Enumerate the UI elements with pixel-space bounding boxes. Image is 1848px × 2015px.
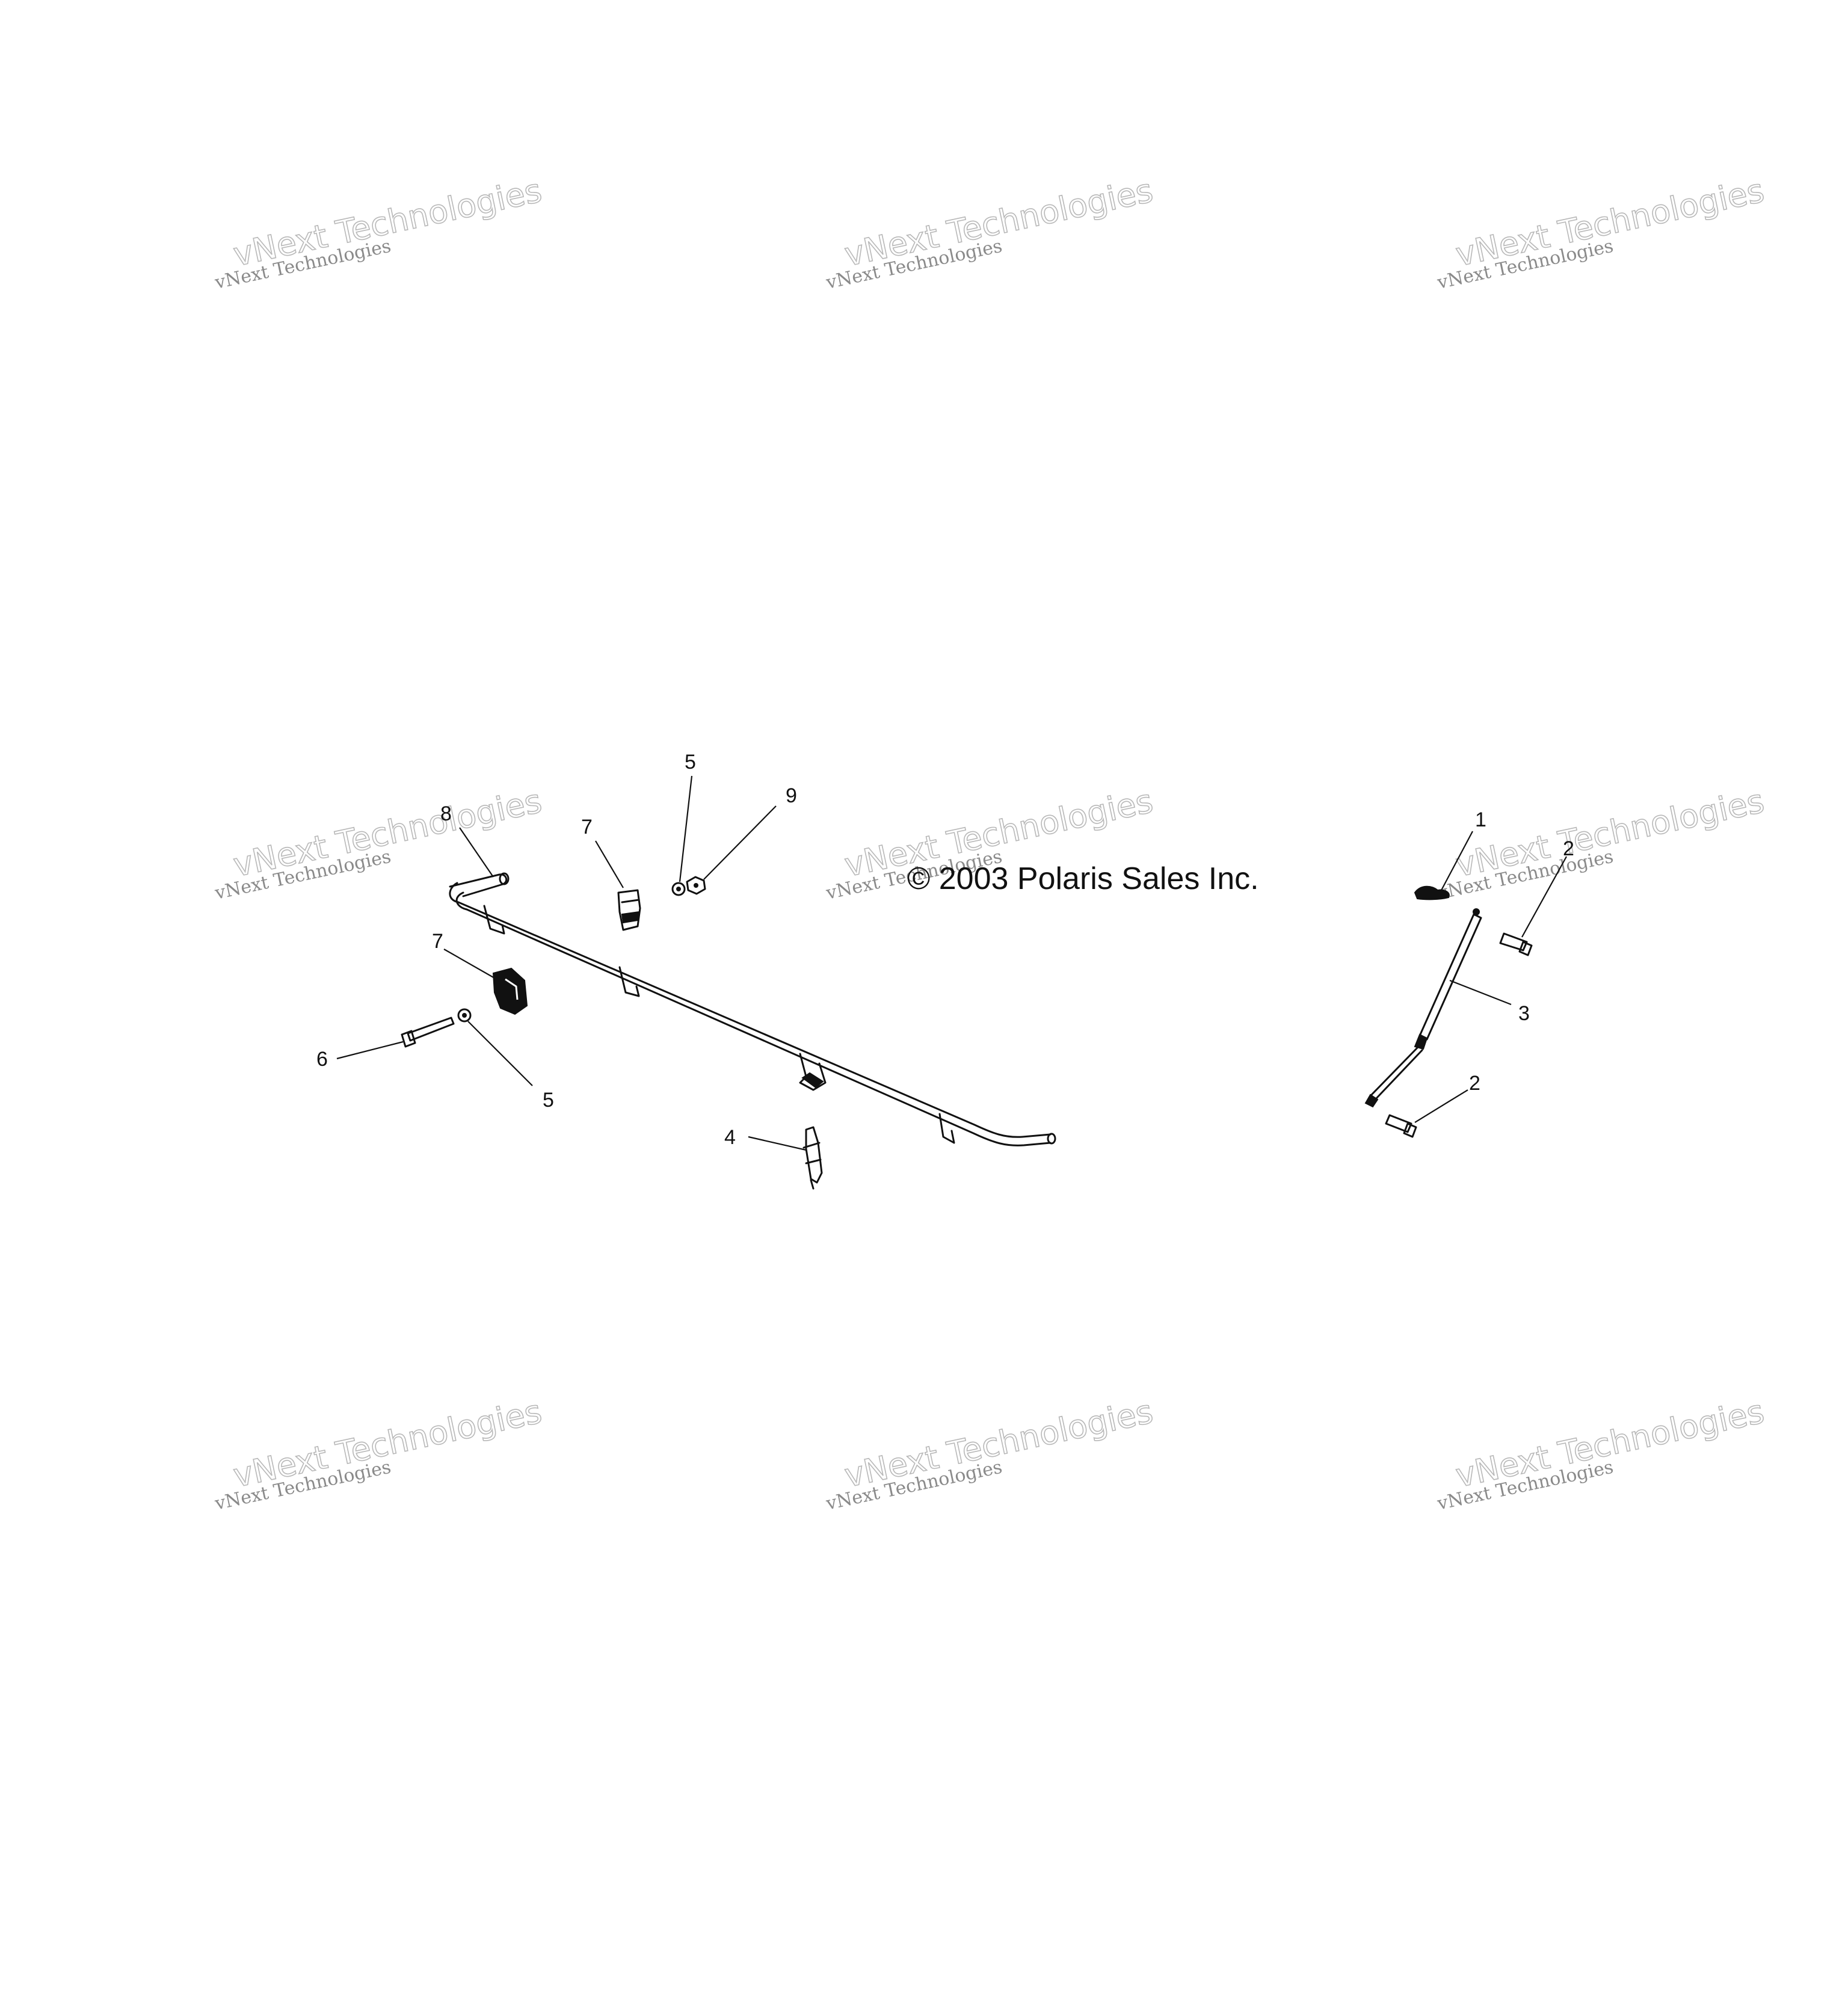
callout-9: 9 — [786, 784, 797, 807]
watermark-grid: vNext Technologies vNext Technologies vN… — [212, 171, 1767, 1515]
watermark-outline-text: vNext Technologies — [841, 171, 1156, 274]
clamp-upper — [617, 889, 641, 931]
watermark-outline-text: vNext Technologies — [1452, 782, 1767, 884]
callout-5-lower: 5 — [543, 1089, 554, 1112]
tube-rail-assembly — [449, 872, 1056, 1146]
pin-4 — [802, 1126, 823, 1190]
clamp-lower — [492, 967, 528, 1015]
watermark: vNext Technologies vNext Technologies — [212, 1392, 545, 1515]
callout-2-upper: 2 — [1563, 837, 1574, 860]
copyright-text: © 2003 Polaris Sales Inc. — [907, 861, 1259, 896]
leader-lines — [336, 775, 1567, 1151]
bolt-2-upper — [1499, 932, 1533, 956]
watermark-outline-text: vNext Technologies — [230, 171, 545, 274]
washer-upper-hole — [676, 887, 681, 891]
watermark: vNext Technologies vNext Technologies — [212, 171, 545, 294]
watermark: vNext Technologies vNext Technologies — [1435, 171, 1767, 294]
watermark-outline-text: vNext Technologies — [1452, 1392, 1767, 1495]
watermark-outline-text: vNext Technologies — [230, 1392, 545, 1495]
gas-strut-3 — [1364, 908, 1482, 1108]
watermark-outline-text: vNext Technologies — [230, 782, 545, 884]
nut-9 — [686, 876, 706, 895]
bolt-2-lower — [1385, 1114, 1417, 1138]
clip-1 — [1414, 885, 1450, 900]
callout-5-upper: 5 — [685, 751, 696, 774]
watermark-outline-text: vNext Technologies — [841, 1392, 1156, 1495]
watermark: vNext Technologies vNext Technologies — [824, 171, 1156, 294]
callout-labels: 8 7 5 9 7 6 5 4 1 2 3 2 — [316, 751, 1574, 1149]
callout-7-upper: 7 — [581, 816, 593, 838]
washer-lower-hole — [462, 1013, 467, 1018]
callout-7-lower: 7 — [432, 930, 443, 953]
watermark: vNext Technologies vNext Technologies — [1435, 781, 1767, 904]
washer-lower — [457, 1008, 472, 1023]
washer-upper — [671, 882, 686, 896]
callout-4: 4 — [724, 1126, 736, 1149]
watermark: vNext Technologies vNext Technologies — [1435, 1392, 1767, 1515]
callout-1: 1 — [1475, 808, 1486, 831]
callout-3: 3 — [1518, 1002, 1530, 1025]
bolt-6 — [401, 1017, 455, 1048]
watermark-outline-text: vNext Technologies — [1452, 171, 1767, 274]
callout-8: 8 — [440, 802, 452, 825]
callout-6: 6 — [316, 1048, 328, 1071]
watermark: vNext Technologies vNext Technologies — [824, 1392, 1156, 1515]
callout-2-lower: 2 — [1469, 1072, 1480, 1095]
